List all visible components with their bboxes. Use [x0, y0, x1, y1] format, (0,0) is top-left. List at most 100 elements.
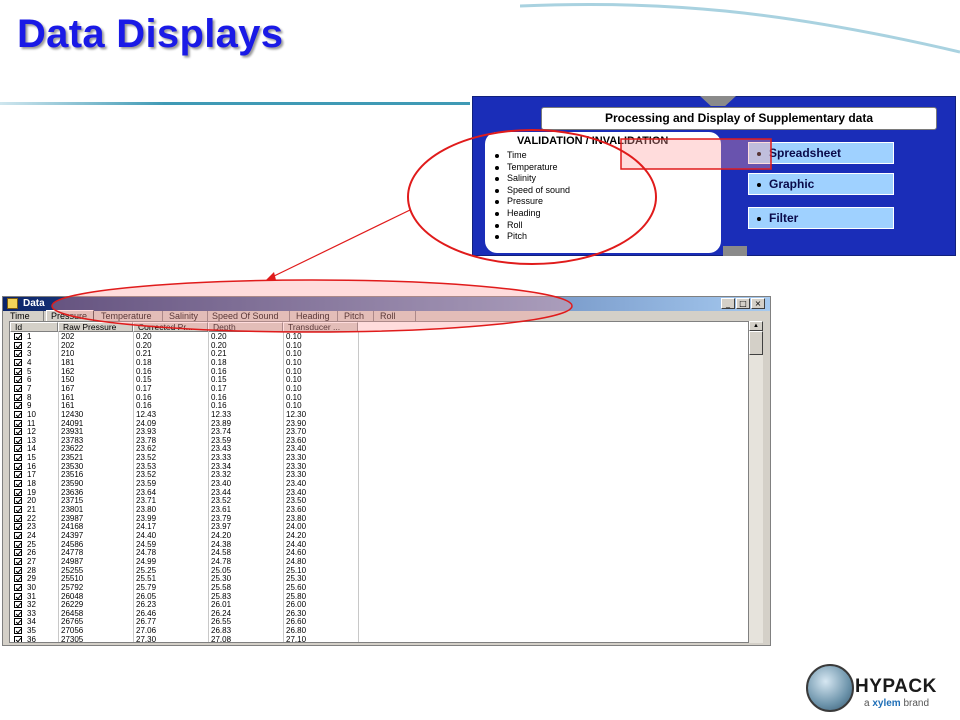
row-checkbox[interactable] — [14, 428, 22, 436]
table-cell: 12.33 — [211, 409, 232, 419]
row-checkbox[interactable] — [14, 488, 22, 496]
row-checkbox[interactable] — [14, 609, 22, 617]
row-checkbox[interactable] — [14, 618, 22, 626]
table-cell: 7 — [27, 383, 32, 393]
row-checkbox[interactable] — [14, 393, 22, 401]
row-checkbox[interactable] — [14, 497, 22, 505]
row-checkbox[interactable] — [14, 575, 22, 583]
table-cell: 12.43 — [136, 409, 157, 419]
row-checkbox[interactable] — [14, 367, 22, 375]
scroll-thumb[interactable] — [749, 331, 763, 355]
row-checkbox[interactable] — [14, 419, 22, 427]
row-checkbox[interactable] — [14, 376, 22, 384]
row-checkbox[interactable] — [14, 583, 22, 591]
table-cell: 0.15 — [211, 375, 227, 385]
row-checkbox[interactable] — [14, 462, 22, 470]
column-header-depth[interactable]: Depth — [208, 322, 283, 332]
row-checkbox[interactable] — [14, 333, 22, 340]
maximize-button[interactable]: □ — [736, 298, 750, 309]
row-checkbox[interactable] — [14, 601, 22, 609]
vertical-scrollbar[interactable]: ▲ — [749, 321, 763, 643]
row-checkbox[interactable] — [14, 350, 22, 358]
table-cell: 0.16 — [211, 392, 227, 402]
table-cell: 14 — [27, 444, 36, 454]
row-checkbox[interactable] — [14, 540, 22, 548]
row-checkbox[interactable] — [14, 402, 22, 410]
row-checkbox[interactable] — [14, 471, 22, 479]
minimize-button[interactable]: _ — [721, 298, 735, 309]
row-checkbox[interactable] — [14, 592, 22, 600]
column-header-transducer[interactable]: Transducer ... — [283, 322, 358, 332]
filter-button[interactable]: Filter — [748, 207, 894, 229]
table-cell: 0.10 — [286, 366, 302, 376]
row-checkbox[interactable] — [14, 627, 22, 635]
window-titlebar[interactable]: Data _ □ × — [3, 297, 770, 311]
row-checkbox[interactable] — [14, 506, 22, 513]
row-checkbox[interactable] — [14, 410, 22, 418]
table-cell: 26.05 — [136, 591, 157, 601]
column-header-corrected-pressure[interactable]: Corrected Pr... — [133, 322, 208, 332]
table-cell: 25792 — [61, 582, 84, 592]
graphic-button[interactable]: Graphic — [748, 173, 894, 195]
column-header-id[interactable]: Id — [10, 322, 58, 332]
table-cell: 23.53 — [136, 461, 157, 471]
column-header-raw-pressure[interactable]: Raw Pressure — [58, 322, 133, 332]
row-checkbox[interactable] — [14, 358, 22, 366]
tab-time[interactable]: Time — [6, 311, 44, 322]
row-checkbox[interactable] — [14, 445, 22, 453]
row-checkbox[interactable] — [14, 341, 22, 349]
close-button[interactable]: × — [751, 298, 765, 309]
row-checkbox[interactable] — [14, 514, 22, 522]
row-checkbox[interactable] — [14, 436, 22, 444]
row-checkbox[interactable] — [14, 635, 22, 642]
row-checkbox[interactable] — [14, 557, 22, 565]
table-cell: 23.30 — [286, 470, 307, 480]
row-checkbox[interactable] — [14, 384, 22, 392]
table-cell: 24.80 — [286, 556, 307, 566]
row-checkbox[interactable] — [14, 523, 22, 531]
row-checkbox[interactable] — [14, 549, 22, 557]
row-checkbox[interactable] — [14, 480, 22, 488]
spreadsheet-button[interactable]: Spreadsheet — [748, 142, 894, 164]
row-checkbox[interactable] — [14, 454, 22, 462]
row-checkbox[interactable] — [14, 566, 22, 574]
scroll-up-button[interactable]: ▲ — [749, 321, 763, 331]
row-checkbox[interactable] — [14, 531, 22, 539]
